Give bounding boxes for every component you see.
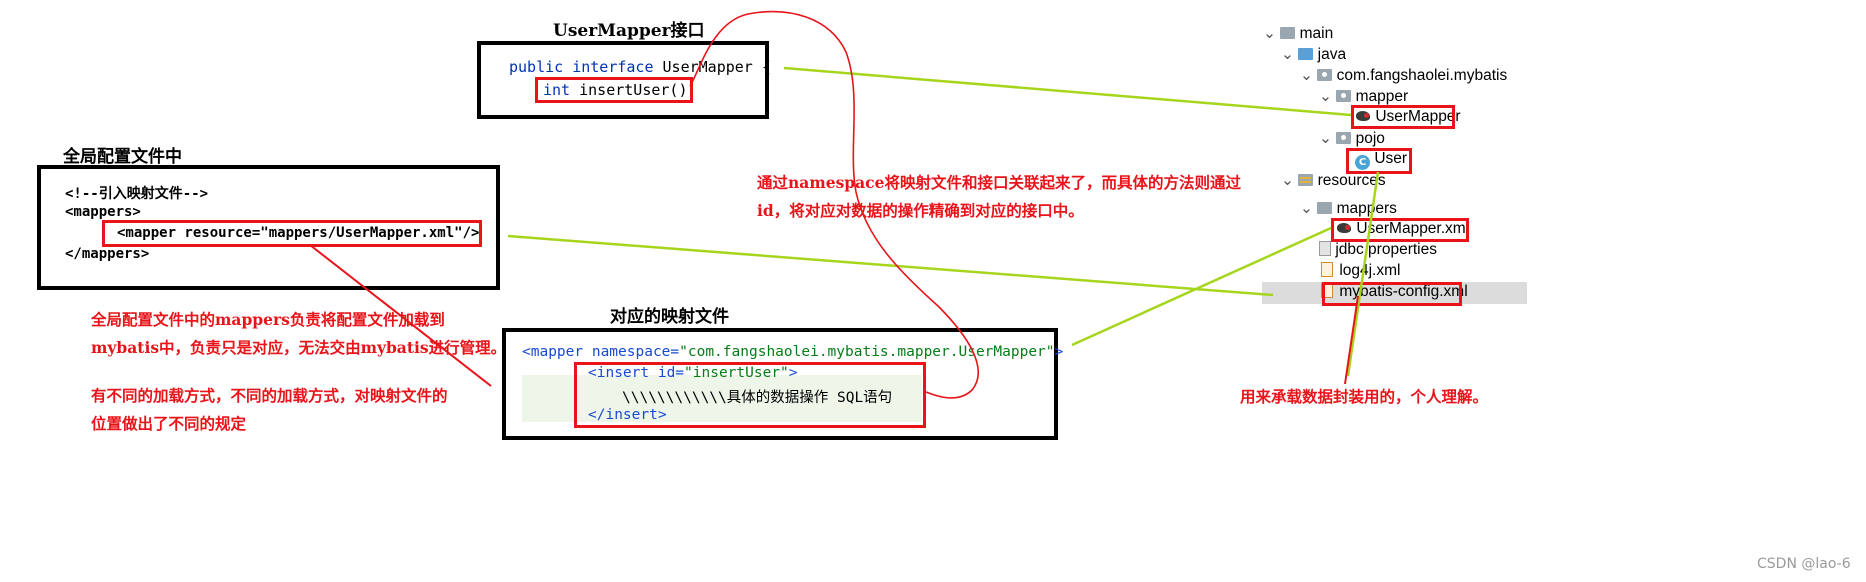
tree-user[interactable]: C User — [1355, 150, 1407, 170]
mapper-resource-highlight — [102, 220, 482, 247]
tree-resources[interactable]: ⌄ resources — [1281, 172, 1386, 189]
tree-java[interactable]: ⌄ java — [1281, 46, 1347, 63]
usermapper-xml-tree-highlight — [1331, 218, 1469, 242]
insert-highlight — [574, 362, 926, 428]
source-folder-icon — [1298, 48, 1314, 60]
chevron-down-icon: ⌄ — [1281, 172, 1294, 189]
chevron-down-icon: ⌄ — [1300, 200, 1313, 217]
mapper-line-2: <insert id="insertUser"> — [588, 365, 798, 381]
connector-mapper-resource-to-note — [309, 244, 492, 387]
namespace-note-line-1: 通过namespace将映射文件和接口关联起来了，而具体的方法则通过 — [757, 173, 1241, 192]
properties-file-icon — [1319, 241, 1331, 256]
folder-icon — [1280, 27, 1296, 39]
mapper-code-box: <mapper namespace="com.fangshaolei.mybat… — [502, 328, 1063, 440]
tree-package[interactable]: ⌄ com.fangshaolei.mybatis — [1300, 67, 1508, 84]
connector-mybatis-config-to-note — [1344, 295, 1359, 385]
insertuser-highlight — [535, 77, 693, 103]
mybatis-icon — [1355, 109, 1371, 123]
tree-jdbc[interactable]: jdbc.properties — [1319, 241, 1437, 259]
package-icon — [1336, 90, 1352, 102]
chevron-down-icon: ⌄ — [1263, 25, 1276, 42]
connector-interface-to-usermapper — [783, 66, 1352, 117]
mappers-note-line-1: 全局配置文件中的mappers负责将配置文件加载到 — [91, 310, 445, 329]
usermapper-heading: UserMapper接口 — [553, 21, 705, 41]
connector-insertuser-curve — [689, 10, 979, 399]
tree-mappers[interactable]: ⌄ mappers — [1300, 200, 1397, 217]
connector-mapper-to-usermapper-xml — [1071, 226, 1332, 347]
package-icon — [1336, 132, 1352, 144]
config-code-box: <!--引入映射文件--> <mappers> <mapper resource… — [37, 165, 500, 290]
csdn-watermark: CSDN @lao-6 — [1757, 556, 1851, 572]
config-mappers-close: </mappers> — [65, 246, 150, 262]
namespace-note: 通过namespace将映射文件和接口关联起来了，而具体的方法则通过 id，将对… — [757, 169, 1241, 225]
tree-usermapper-xml[interactable]: UserMapper.xml — [1336, 220, 1469, 238]
tree-log4j[interactable]: log4j.xml — [1319, 262, 1400, 280]
namespace-note-line-2: id，将对应对数据的操作精确到对应的接口中。 — [757, 201, 1084, 220]
interface-line-2: int insertUser(); — [543, 81, 697, 99]
folder-icon — [1317, 202, 1333, 214]
chevron-down-icon: ⌄ — [1319, 130, 1332, 147]
mapping-file-heading: 对应的映射文件 — [610, 307, 729, 327]
chevron-down-icon: ⌄ — [1281, 46, 1294, 63]
mybatis-config-tree-highlight — [1322, 282, 1462, 306]
class-icon: C — [1355, 155, 1370, 170]
chevron-down-icon: ⌄ — [1319, 88, 1332, 105]
tree-pojo[interactable]: ⌄ pojo — [1319, 130, 1385, 147]
interface-line-1: public interface UserMapper { — [509, 58, 771, 76]
config-mapper-resource: <mapper resource="mappers/UserMapper.xml… — [117, 225, 480, 241]
mapper-line-3: \\\\\\\\\\\\具体的数据操作 SQL语句 — [622, 390, 893, 406]
tree-mapper[interactable]: ⌄ mapper — [1319, 88, 1409, 105]
tree-main[interactable]: ⌄ main — [1263, 25, 1334, 42]
pojo-note: 用来承载数据封装用的，个人理解。 — [1240, 387, 1489, 406]
config-comment: <!--引入映射文件--> — [65, 186, 209, 202]
mappers-note-line-2: mybatis中，负责只是对应，无法交由mybatis进行管理。 — [91, 338, 507, 357]
resources-folder-icon — [1298, 174, 1314, 186]
chevron-down-icon: ⌄ — [1300, 67, 1313, 84]
code-line-highlight — [522, 375, 922, 422]
package-icon — [1317, 69, 1333, 81]
mappers-note-line-4: 位置做出了不同的规定 — [91, 414, 247, 433]
mapper-line-4: </insert> — [588, 407, 667, 423]
connector-config-to-mybatis-config — [507, 234, 1274, 297]
mapper-line-1: <mapper namespace="com.fangshaolei.mybat… — [522, 344, 1064, 360]
xml-file-icon — [1319, 262, 1335, 277]
global-config-heading: 全局配置文件中 — [63, 147, 182, 167]
tree-usermapper[interactable]: UserMapper — [1355, 108, 1461, 126]
usermapper-tree-highlight — [1351, 105, 1455, 129]
connector-user-to-note — [1346, 171, 1380, 377]
mappers-note-line-3: 有不同的加载方式，不同的加载方式，对映射文件的 — [91, 386, 448, 405]
mappers-note: 全局配置文件中的mappers负责将配置文件加载到 mybatis中，负责只是对… — [91, 306, 506, 438]
interface-code-box: public interface UserMapper { int insert… — [477, 41, 771, 119]
config-mappers-open: <mappers> — [65, 204, 141, 220]
mybatis-icon — [1336, 221, 1352, 235]
